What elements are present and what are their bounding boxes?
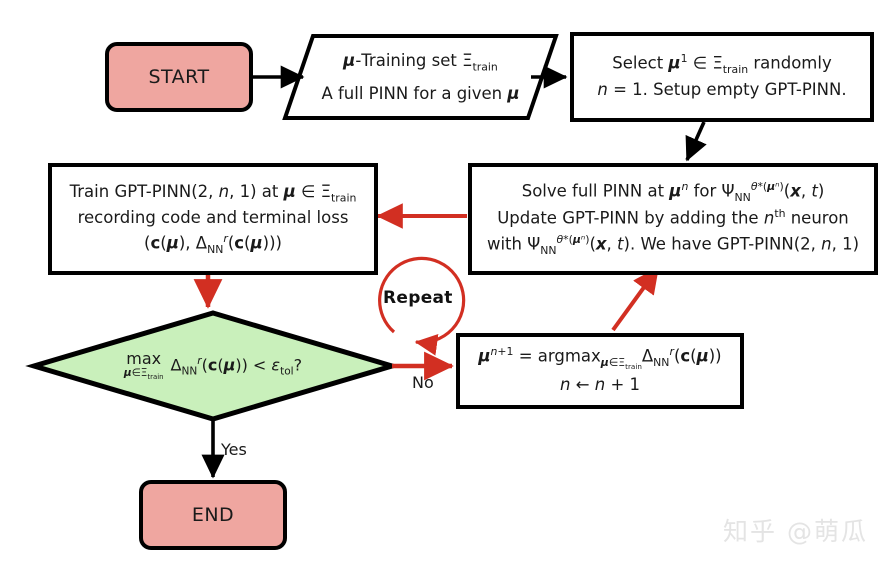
edge-label-no: No <box>412 373 434 392</box>
edge-label-repeat: Repeat <box>383 288 453 308</box>
node-start-label: START <box>148 65 210 88</box>
node-init-line2: n = 1. Setup empty GPT-PINN. <box>597 80 847 100</box>
node-decision-text: max μ∈Ξtrain ΔNNr(c(μ)) < εtol? <box>123 348 303 381</box>
edge-label-yes: Yes <box>221 440 247 459</box>
node-train[interactable]: Train GPT-PINN(2, n, 1) at μ ∈ Ξtrain re… <box>48 163 378 275</box>
node-train-line2: recording code and terminal loss <box>77 208 349 228</box>
edge-init-to-solve <box>685 121 707 162</box>
node-train-line3: (c(μ), ΔNNr(c(μ))) <box>144 232 282 256</box>
node-solve-line3: with ΨNNθ*(μⁿ)(x, t). We have GPT-PINN(2… <box>486 232 860 257</box>
node-inputs-text: μ-Training set Ξtrain A full PINN for a … <box>285 36 556 118</box>
node-end-label: END <box>191 503 235 526</box>
node-update[interactable]: μn+1 = argmaxμ∈ΞtrainΔNNr(c(μ)) n ← n + … <box>456 333 744 409</box>
node-train-line1: Train GPT-PINN(2, n, 1) at μ ∈ Ξtrain <box>69 181 357 205</box>
node-update-line2: n ← n + 1 <box>559 375 641 394</box>
node-decision[interactable]: max μ∈Ξtrain ΔNNr(c(μ)) < εtol? <box>34 313 392 419</box>
node-solve[interactable]: Solve full PINN at μn for ΨNNθ*(μⁿ)(x, t… <box>468 163 878 275</box>
edge-update-to-solve <box>611 266 660 332</box>
node-inputs-line2: A full PINN for a given μ <box>321 83 520 103</box>
node-solve-line1: Solve full PINN at μn for ΨNNθ*(μⁿ)(x, t… <box>521 180 825 205</box>
node-init-line1: Select μ1 ∈ Ξtrain randomly <box>612 52 832 76</box>
watermark: 知乎 @萌瓜 <box>723 517 868 546</box>
node-start[interactable]: START <box>105 42 253 112</box>
node-inputs[interactable]: μ-Training set Ξtrain A full PINN for a … <box>285 36 556 118</box>
node-init[interactable]: Select μ1 ∈ Ξtrain randomly n = 1. Setup… <box>570 32 874 122</box>
node-inputs-line1: μ-Training set Ξtrain <box>343 50 498 74</box>
node-update-line1: μn+1 = argmaxμ∈ΞtrainΔNNr(c(μ)) <box>478 345 722 372</box>
node-solve-line2: Update GPT-PINN by adding the nth neuron <box>497 207 849 228</box>
node-end[interactable]: END <box>139 480 287 550</box>
